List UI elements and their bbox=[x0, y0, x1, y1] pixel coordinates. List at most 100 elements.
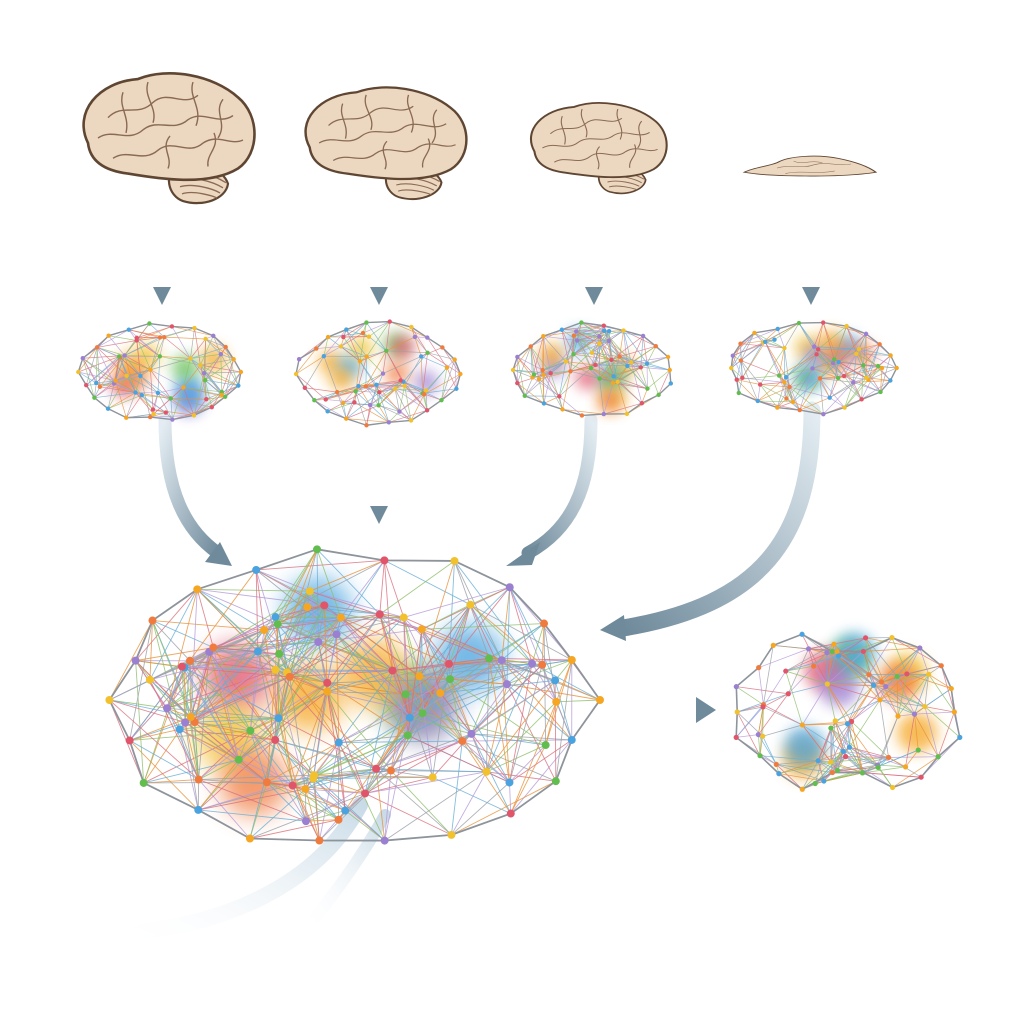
network-node bbox=[122, 353, 127, 358]
network-node bbox=[147, 321, 152, 326]
network-node bbox=[812, 344, 817, 349]
network-node bbox=[271, 665, 280, 674]
network-node bbox=[812, 780, 818, 787]
network-node bbox=[246, 726, 255, 735]
network-node bbox=[854, 351, 859, 357]
network-node bbox=[653, 343, 659, 349]
network-node bbox=[80, 356, 85, 361]
network-node bbox=[740, 375, 745, 381]
arrow-down-2 bbox=[370, 200, 388, 305]
network-node bbox=[540, 367, 545, 373]
network-node bbox=[364, 320, 369, 325]
network-node bbox=[238, 369, 244, 375]
network-node bbox=[784, 374, 789, 380]
network-node bbox=[861, 363, 866, 368]
network-node bbox=[302, 385, 308, 390]
network-node bbox=[862, 635, 869, 641]
activity-blobs bbox=[318, 333, 439, 395]
arrow-right-output bbox=[610, 697, 716, 723]
network-node bbox=[138, 373, 143, 379]
network-node bbox=[814, 352, 819, 357]
network-node bbox=[353, 389, 358, 394]
network-node bbox=[139, 392, 144, 398]
network-node bbox=[601, 328, 607, 334]
network-node bbox=[188, 356, 193, 361]
network-node bbox=[815, 758, 821, 764]
network-node bbox=[846, 744, 853, 750]
network-node bbox=[552, 697, 561, 706]
network-node bbox=[352, 400, 357, 405]
network-node bbox=[836, 359, 841, 365]
network-node bbox=[334, 815, 343, 824]
network-node bbox=[170, 417, 175, 422]
network-node bbox=[817, 376, 823, 381]
network-node bbox=[131, 656, 140, 665]
network-node bbox=[776, 771, 782, 777]
network-node bbox=[736, 390, 741, 396]
network-outline bbox=[295, 320, 462, 426]
network-node bbox=[821, 778, 827, 784]
network-node bbox=[387, 319, 392, 324]
network-node bbox=[502, 680, 511, 689]
network-node bbox=[883, 683, 889, 690]
network-node bbox=[645, 386, 650, 391]
network-node bbox=[785, 691, 791, 697]
network-node bbox=[94, 380, 99, 386]
network-node bbox=[157, 335, 163, 340]
network-node bbox=[106, 333, 111, 338]
network-node bbox=[360, 330, 366, 336]
network-node bbox=[405, 713, 414, 722]
network-node bbox=[790, 399, 796, 405]
activity-blob bbox=[172, 354, 199, 381]
network-node bbox=[756, 665, 762, 671]
network-node bbox=[209, 404, 214, 410]
network-nodes bbox=[729, 320, 899, 417]
network-node bbox=[864, 375, 869, 380]
network-node bbox=[340, 400, 346, 406]
network-node bbox=[617, 354, 622, 359]
brain-medium bbox=[304, 86, 468, 200]
network-node bbox=[374, 382, 379, 387]
network-node bbox=[784, 396, 789, 401]
network-brain-icon bbox=[510, 320, 674, 418]
network-node bbox=[540, 619, 549, 628]
network-node bbox=[425, 350, 430, 355]
network-node bbox=[610, 380, 616, 386]
network-node bbox=[444, 365, 450, 370]
network-node bbox=[288, 781, 297, 790]
network-node bbox=[148, 367, 153, 372]
network-node bbox=[386, 420, 392, 425]
network-node bbox=[829, 769, 836, 776]
brain-flat bbox=[742, 155, 878, 177]
network-node bbox=[935, 754, 941, 760]
network-node bbox=[124, 373, 129, 379]
network-node bbox=[733, 684, 739, 690]
network-node bbox=[734, 377, 739, 382]
network-node bbox=[445, 659, 454, 668]
network-node bbox=[323, 678, 332, 687]
network-node bbox=[915, 747, 921, 753]
network-node bbox=[332, 630, 341, 639]
network-node bbox=[541, 333, 546, 339]
brain-icon bbox=[304, 86, 468, 200]
network-node bbox=[323, 687, 332, 696]
activity-blob bbox=[435, 624, 504, 693]
network-node bbox=[856, 346, 862, 352]
network-node bbox=[436, 689, 445, 698]
network-node bbox=[273, 620, 282, 629]
network-node bbox=[412, 334, 418, 340]
network-node bbox=[595, 696, 604, 704]
network-node bbox=[418, 709, 427, 718]
network-node bbox=[497, 656, 506, 665]
network-node bbox=[336, 613, 345, 622]
network-node bbox=[904, 671, 910, 677]
network-node bbox=[755, 398, 760, 404]
network-node bbox=[428, 773, 437, 782]
network-node bbox=[285, 672, 294, 681]
network-node bbox=[423, 388, 429, 393]
network-node bbox=[408, 418, 414, 423]
network-node bbox=[835, 375, 841, 381]
network-edges bbox=[295, 321, 461, 426]
network-node bbox=[194, 805, 203, 814]
network-node bbox=[541, 372, 546, 377]
